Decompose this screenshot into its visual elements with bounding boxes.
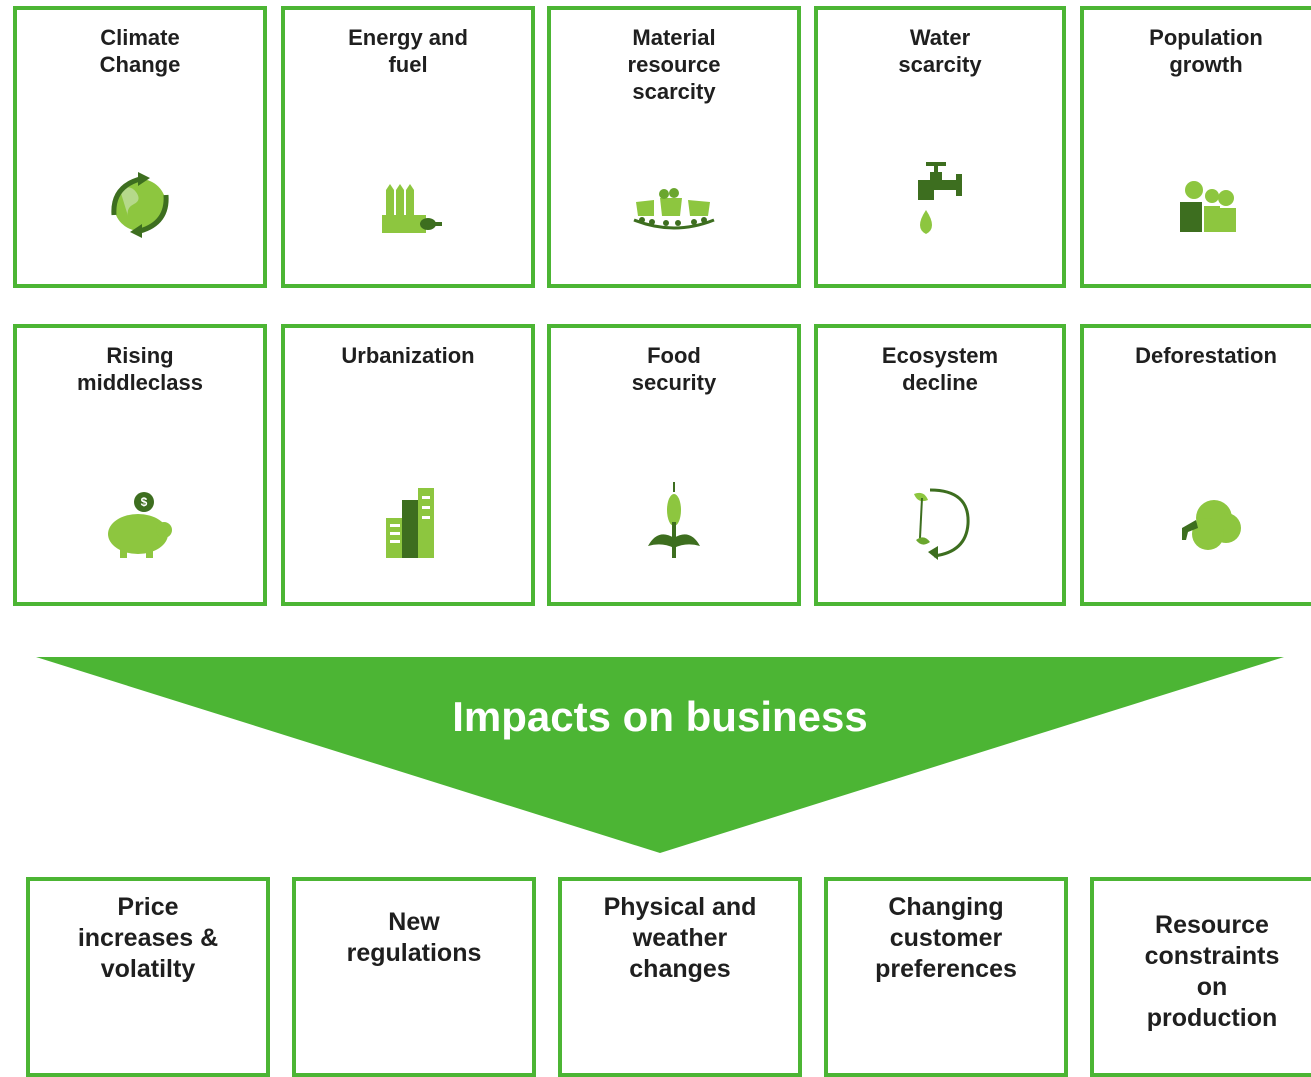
impact-label: Changing customer preferences [875,892,1017,983]
driver-label: Food security [631,343,717,395]
impact-card-price: Price increases & volatilty [26,877,270,1077]
driver-label: Urbanization [341,343,475,368]
driver-card-urbanization: Urbanization [281,324,535,606]
mine-carts-icon [624,160,724,250]
driver-label: Material resource scarcity [627,25,721,104]
wheat-icon [624,478,724,568]
buildings-icon [358,478,458,568]
driver-card-ecosystem-decline: Ecosystem decline [814,324,1066,606]
arrow-label: Impacts on business [452,693,868,740]
driver-label: Water scarcity [898,25,982,77]
impact-label: New regulations [346,908,482,967]
impact-label: Physical and weather changes [603,892,757,983]
driver-card-deforestation: Deforestation [1080,324,1311,606]
driver-card-material-scarcity: Material resource scarcity [547,6,801,288]
piggy-bank-icon: $ [90,478,190,568]
impact-card-resource: Resource constraints on production [1090,877,1311,1077]
impact-card-regulations: New regulations [292,877,536,1077]
driver-card-population-growth: Population growth [1080,6,1311,288]
driver-label: Ecosystem decline [881,343,999,395]
svg-text:$: $ [141,495,148,509]
driver-label: Population growth [1149,25,1263,77]
driver-label: Energy and fuel [348,25,468,77]
impact-label: Resource constraints on production [1144,911,1280,1032]
driver-card-energy-fuel: Energy and fuel [281,6,535,288]
driver-card-food-security: Food security [547,324,801,606]
impact-card-customer: Changing customer preferences [824,877,1068,1077]
driver-card-rising-middleclass: Rising middleclass $ [13,324,267,606]
people-group-icon [1156,160,1256,250]
impact-card-physical: Physical and weather changes [558,877,802,1077]
impacts-arrow: Impacts on business [36,657,1284,853]
driver-card-water-scarcity: Water scarcity [814,6,1066,288]
driver-card-climate-change: Climate Change [13,6,267,288]
factory-icon [358,160,458,250]
driver-label: Deforestation [1135,343,1277,368]
globe-cycle-icon [90,160,190,250]
driver-label: Climate Change [99,25,181,77]
faucet-drop-icon [890,160,990,250]
tree-stump-icon [1156,478,1256,568]
sprout-cycle-icon [890,478,990,568]
driver-label: Rising middleclass [77,343,203,395]
impact-label: Price increases & volatilty [77,892,219,983]
